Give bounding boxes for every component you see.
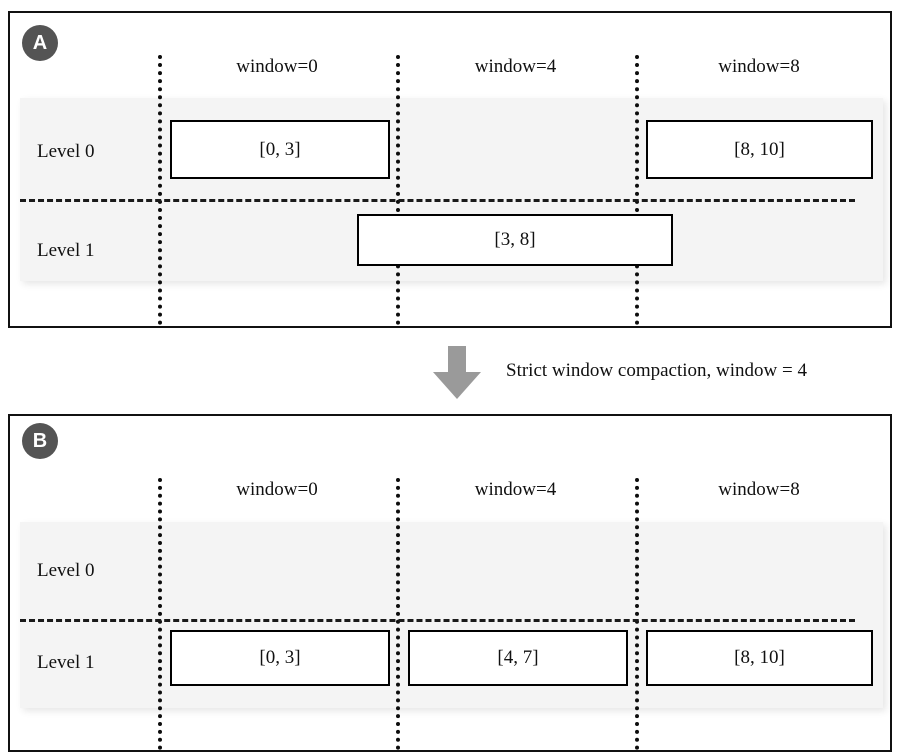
panel-b-interval-box-8-10: [8, 10] bbox=[646, 630, 873, 686]
panel-a-interval-box-3-8: [3, 8] bbox=[357, 214, 673, 266]
panel-a-window-line-8 bbox=[635, 55, 639, 325]
transition-caption: Strict window compaction, window = 4 bbox=[506, 360, 807, 381]
panel-a-window-line-4 bbox=[396, 55, 400, 325]
panel-b-header-window-4: window=4 bbox=[474, 479, 557, 500]
panel-a-interval-box-0-3: [0, 3] bbox=[170, 120, 390, 179]
panel-b-badge: B bbox=[22, 423, 58, 459]
panel-b-window-line-8 bbox=[635, 478, 639, 750]
panel-a-interval-box-8-10: [8, 10] bbox=[646, 120, 873, 179]
panel-a-window-line-0 bbox=[158, 55, 162, 325]
panel-b-header-window-0: window=0 bbox=[236, 479, 318, 500]
panel-a-header-window-8: window=8 bbox=[718, 56, 800, 77]
panel-b-interval-box-4-7: [4, 7] bbox=[408, 630, 628, 686]
panel-b-interval-box-0-3: [0, 3] bbox=[170, 630, 390, 686]
panel-b-level-divider bbox=[20, 619, 855, 622]
panel-b-window-line-0 bbox=[158, 478, 162, 750]
panel-a-level-1-label: Level 1 bbox=[37, 240, 95, 261]
panel-b-window-line-4 bbox=[396, 478, 400, 750]
panel-a-header-window-4: window=4 bbox=[474, 56, 557, 77]
panel-b-header-window-8: window=8 bbox=[718, 479, 800, 500]
panel-b-level-0-label: Level 0 bbox=[37, 560, 95, 581]
panel-b-level-1-label: Level 1 bbox=[37, 652, 95, 673]
panel-a-level-0-label: Level 0 bbox=[37, 141, 95, 162]
down-arrow-icon bbox=[433, 346, 481, 399]
panel-a-badge: A bbox=[22, 25, 58, 61]
panel-a-header-window-0: window=0 bbox=[236, 56, 318, 77]
panel-a-level-divider bbox=[20, 199, 855, 202]
